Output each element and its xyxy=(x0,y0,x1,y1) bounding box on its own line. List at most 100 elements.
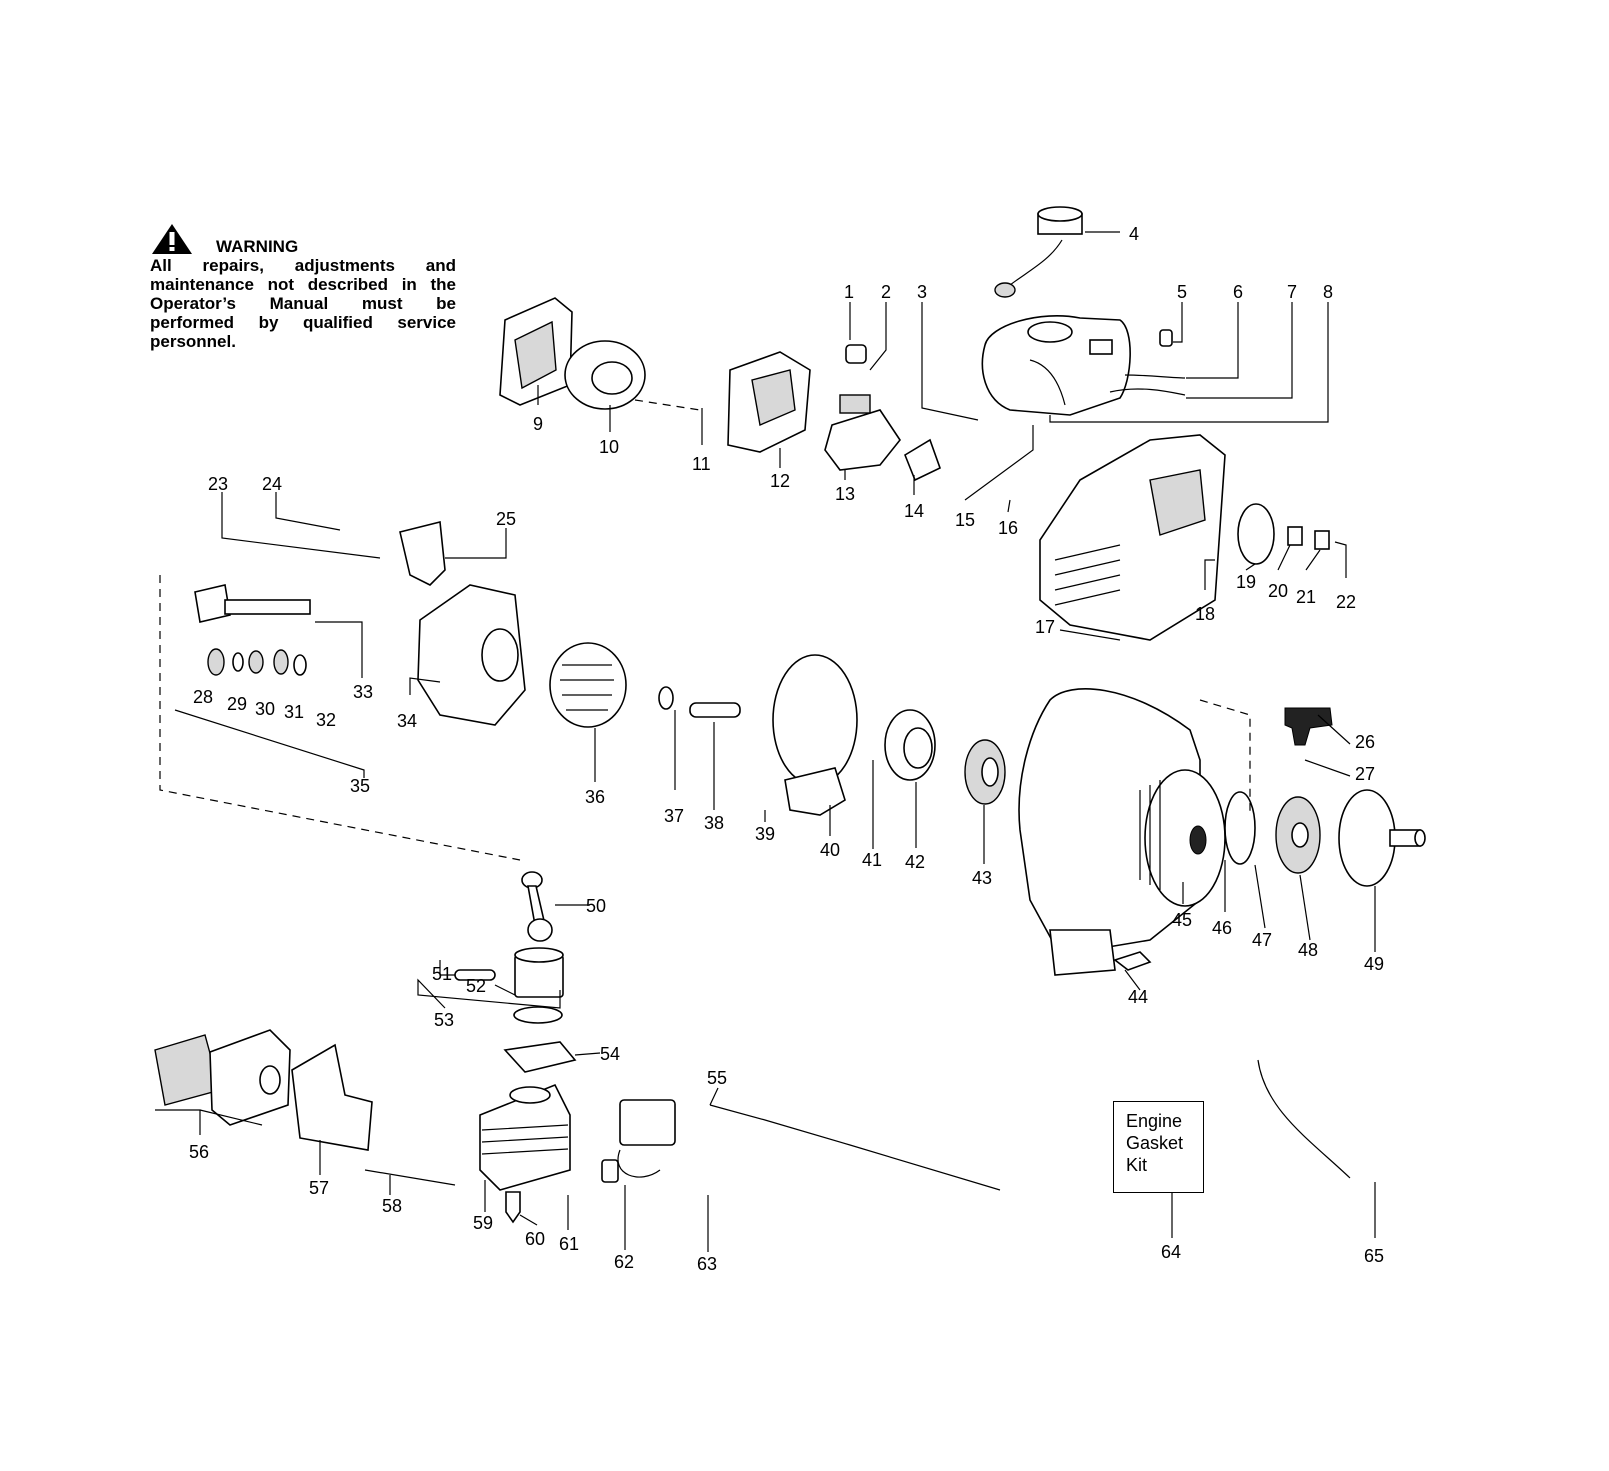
callout-32: 32 xyxy=(316,710,336,730)
primer-bulb-part xyxy=(845,344,867,364)
callout-17: 17 xyxy=(1035,617,1055,637)
callout-39: 39 xyxy=(755,824,775,844)
clutch-plate-part xyxy=(964,739,1006,805)
fuel-line-2-part xyxy=(1109,388,1186,396)
callout-50: 50 xyxy=(586,896,606,916)
throttle-cable-part xyxy=(709,1104,1001,1191)
callout-56: 56 xyxy=(189,1142,209,1162)
callout-2: 2 xyxy=(881,282,891,302)
callout-6: 6 xyxy=(1233,282,1243,302)
warning-notice: WARNING All repairs, adjustments and mai… xyxy=(150,222,456,351)
callout-58: 58 xyxy=(382,1196,402,1216)
callout-28: 28 xyxy=(193,687,213,707)
callout-22: 22 xyxy=(1336,592,1356,612)
warning-triangle-icon xyxy=(152,224,192,254)
spring-part xyxy=(364,1169,456,1186)
kit-line-1: Engine xyxy=(1126,1111,1183,1131)
callout-4: 4 xyxy=(1129,224,1139,244)
washer-part xyxy=(232,652,244,672)
callout-65: 65 xyxy=(1364,1246,1384,1266)
callout-5: 5 xyxy=(1177,282,1187,302)
callout-37: 37 xyxy=(664,806,684,826)
callout-40: 40 xyxy=(820,840,840,860)
callout-24: 24 xyxy=(262,474,282,494)
callout-27: 27 xyxy=(1355,764,1375,784)
assembly-bracket-line xyxy=(159,575,521,861)
callout-7: 7 xyxy=(1287,282,1297,302)
leader-lines xyxy=(155,231,1376,1252)
callout-36: 36 xyxy=(585,787,605,807)
callout-23: 23 xyxy=(208,474,228,494)
clutch-drum-part xyxy=(1338,789,1426,887)
connecting-rod-part xyxy=(521,871,553,942)
callout-55: 55 xyxy=(707,1068,727,1088)
callout-41: 41 xyxy=(862,850,882,870)
bearing-part xyxy=(207,648,225,676)
callout-numbers: 1 2 3 4 5 6 7 8 9 10 11 12 13 14 15 16 1… xyxy=(189,224,1384,1274)
callout-44: 44 xyxy=(1128,987,1148,1007)
piston-part xyxy=(514,947,564,998)
filter-guide-line xyxy=(634,399,701,411)
filter-base-part xyxy=(727,351,811,453)
air-filter-cover-part xyxy=(499,297,573,406)
callout-11: 11 xyxy=(692,454,711,474)
fuel-filter-part xyxy=(1159,329,1173,347)
callout-12: 12 xyxy=(770,471,790,491)
callout-33: 33 xyxy=(353,682,373,702)
callout-57: 57 xyxy=(309,1178,329,1198)
callout-48: 48 xyxy=(1298,940,1318,960)
washer-2-part xyxy=(658,686,674,710)
callout-14: 14 xyxy=(904,501,924,521)
piston-ring-part xyxy=(513,1006,563,1024)
ignition-module-part xyxy=(601,1099,676,1183)
callout-35: 35 xyxy=(350,776,370,796)
callout-38: 38 xyxy=(704,813,724,833)
callout-31: 31 xyxy=(284,702,304,722)
callout-1: 1 xyxy=(844,282,854,302)
ground-wire-part xyxy=(1257,1059,1351,1179)
callout-42: 42 xyxy=(905,852,925,872)
callout-59: 59 xyxy=(473,1213,493,1233)
carb-gasket-part xyxy=(904,438,941,482)
callout-64: 64 xyxy=(1161,1242,1181,1262)
callout-52: 52 xyxy=(466,976,486,996)
fuel-line-part xyxy=(1124,374,1186,379)
crankcase-part xyxy=(417,584,526,726)
warning-text: All repairs, adjustments and maintenance… xyxy=(150,256,456,351)
callout-63: 63 xyxy=(697,1254,717,1274)
warning-title: WARNING xyxy=(216,236,299,256)
shroud-part xyxy=(772,654,858,816)
snap-ring-part xyxy=(293,654,307,676)
callout-43: 43 xyxy=(972,868,992,888)
callout-47: 47 xyxy=(1252,930,1272,950)
cylinder-part xyxy=(479,1083,571,1191)
kit-line-2: Gasket xyxy=(1126,1133,1184,1153)
callout-25: 25 xyxy=(496,509,516,529)
warning-header: WARNING xyxy=(150,222,456,256)
callout-34: 34 xyxy=(397,711,417,731)
callout-53: 53 xyxy=(434,1010,454,1030)
o-ring-part xyxy=(1237,503,1275,565)
fuel-tank-part xyxy=(981,315,1131,416)
crankshaft-part xyxy=(194,584,311,623)
starter-housing-part xyxy=(1018,688,1226,976)
plate-part xyxy=(1287,526,1303,546)
engine-housing-part xyxy=(1039,434,1226,641)
starter-handle-part xyxy=(1284,707,1333,746)
callout-46: 46 xyxy=(1212,918,1232,938)
air-filter-element-part xyxy=(564,340,646,410)
cylinder-gasket-part xyxy=(503,1041,577,1073)
pulley-part xyxy=(884,709,936,781)
muffler-part xyxy=(154,1029,291,1126)
clutch-assembly-part xyxy=(1275,796,1321,874)
callout-26: 26 xyxy=(1355,732,1375,752)
engine-gasket-kit-box: Engine Gasket Kit xyxy=(1113,1101,1204,1193)
callout-18: 18 xyxy=(1195,604,1215,624)
callout-10: 10 xyxy=(599,437,619,457)
callout-16: 16 xyxy=(998,518,1018,538)
callout-9: 9 xyxy=(533,414,543,434)
callout-51: 51 xyxy=(432,964,452,984)
carburetor-part xyxy=(824,394,901,471)
fuel-cap-part xyxy=(994,206,1083,298)
callout-13: 13 xyxy=(835,484,855,504)
